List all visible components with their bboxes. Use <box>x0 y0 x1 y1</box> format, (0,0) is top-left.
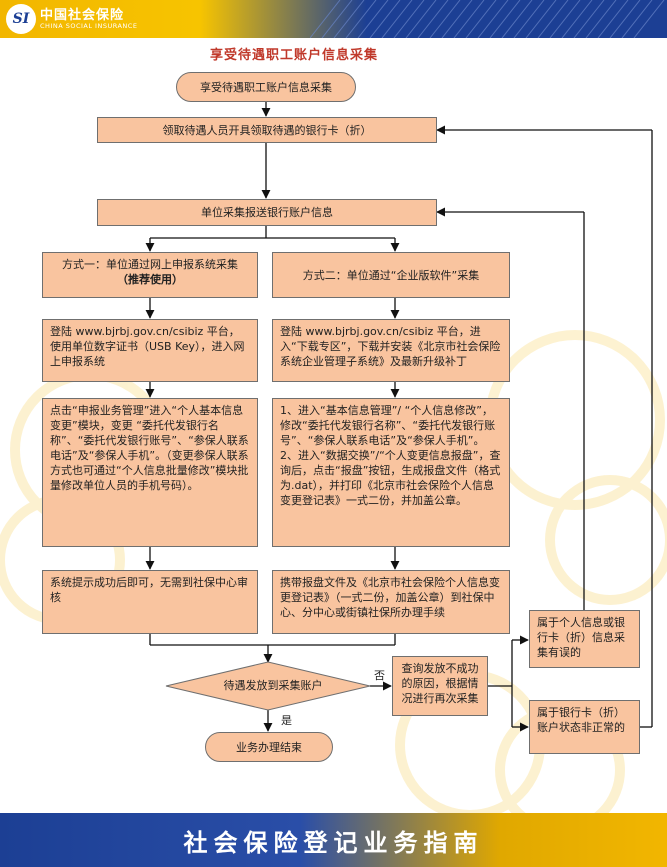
method-software-title: 方式二：单位通过“企业版软件”采集 <box>302 268 480 282</box>
decision-diamond <box>165 661 371 711</box>
query-failure-reason: 查询发放不成功的原因，根据情况进行再次采集 <box>392 656 488 716</box>
step-open-bank-card-label: 领取待遇人员开具领取待遇的银行卡（折） <box>162 123 372 137</box>
left-login-step: 登陆 www.bjrbj.gov.cn/csibiz 平台，使用单位数字证书（U… <box>42 319 258 382</box>
right-modify-step-text-1: 1、进入“基本信息管理”/ “个人信息修改”，修改“委托代发银行名称”、“委托代… <box>280 404 496 447</box>
method-online-recommend: （推荐使用） <box>117 273 183 286</box>
header-stripes <box>310 0 665 38</box>
right-login-step-text: 登陆 www.bjrbj.gov.cn/csibiz 平台，进入“下载专区”，下… <box>280 325 501 368</box>
left-done-step-text: 系统提示成功后即可，无需到社保中心审核 <box>50 576 248 604</box>
reason-account-abnormal: 属于银行卡（折）账户状态非正常的 <box>529 700 640 754</box>
start-node-label: 享受待遇职工账户信息采集 <box>200 81 332 94</box>
step-open-bank-card: 领取待遇人员开具领取待遇的银行卡（折） <box>97 117 437 143</box>
left-login-step-text: 登陆 www.bjrbj.gov.cn/csibiz 平台，使用单位数字证书（U… <box>50 325 245 368</box>
right-submit-step: 携带报盘文件及《北京市社会保险个人信息变更登记表》（一式二份，加盖公章）到社保中… <box>272 570 510 634</box>
yes-label: 是 <box>281 714 292 727</box>
end-node-label: 业务办理结束 <box>236 741 302 754</box>
method-online-title: 方式一：单位通过网上申报系统采集 <box>62 258 238 271</box>
left-modify-step-text: 点击“申报业务管理”进入“个人基本信息变更”模块，变更 “委托代发银行名称”、“… <box>50 404 249 492</box>
page-title: 享受待遇职工账户信息采集 <box>209 48 378 63</box>
step-submit-account-info: 单位采集报送银行账户信息 <box>97 199 437 226</box>
reason-info-error: 属于个人信息或银行卡（折）信息采集有误的 <box>529 610 640 668</box>
step-submit-account-info-label: 单位采集报送银行账户信息 <box>201 206 333 219</box>
reason-account-abnormal-text: 属于银行卡（折）账户状态非正常的 <box>537 706 625 734</box>
footer-band: 社会保险登记业务指南 <box>0 813 667 867</box>
end-node: 业务办理结束 <box>205 732 333 762</box>
reason-info-error-text: 属于个人信息或银行卡（折）信息采集有误的 <box>537 616 625 659</box>
right-modify-step: 1、进入“基本信息管理”/ “个人信息修改”，修改“委托代发银行名称”、“委托代… <box>272 398 510 547</box>
method-software: 方式二：单位通过“企业版软件”采集 <box>272 252 510 298</box>
right-submit-step-text: 携带报盘文件及《北京市社会保险个人信息变更登记表》（一式二份，加盖公章）到社保中… <box>280 576 500 619</box>
right-modify-step-text-2: 2、进入“数据交换”/“个人变更信息报盘”，查询后，点击“报盘”按钮，生成报盘文… <box>280 449 501 507</box>
left-modify-step: 点击“申报业务管理”进入“个人基本信息变更”模块，变更 “委托代发银行名称”、“… <box>42 398 258 547</box>
header-band: SI 中国社会保险 CHINA SOCIAL INSURANCE <box>0 0 667 38</box>
no-label: 否 <box>374 669 385 682</box>
left-done-step: 系统提示成功后即可，无需到社保中心审核 <box>42 570 258 634</box>
right-login-step: 登陆 www.bjrbj.gov.cn/csibiz 平台，进入“下载专区”，下… <box>272 319 510 382</box>
logo-icon: SI <box>6 4 36 34</box>
logo-text-cn: 中国社会保险 <box>40 8 125 23</box>
footer-title: 社会保险登记业务指南 <box>183 828 484 857</box>
query-failure-reason-text: 查询发放不成功的原因，根据情况进行再次采集 <box>401 662 479 705</box>
logo-text-en: CHINA SOCIAL INSURANCE <box>40 22 138 30</box>
method-online: 方式一：单位通过网上申报系统采集 （推荐使用） <box>42 252 258 298</box>
decision-label: 待遇发放到采集账户 <box>223 679 323 692</box>
start-node: 享受待遇职工账户信息采集 <box>176 72 356 102</box>
